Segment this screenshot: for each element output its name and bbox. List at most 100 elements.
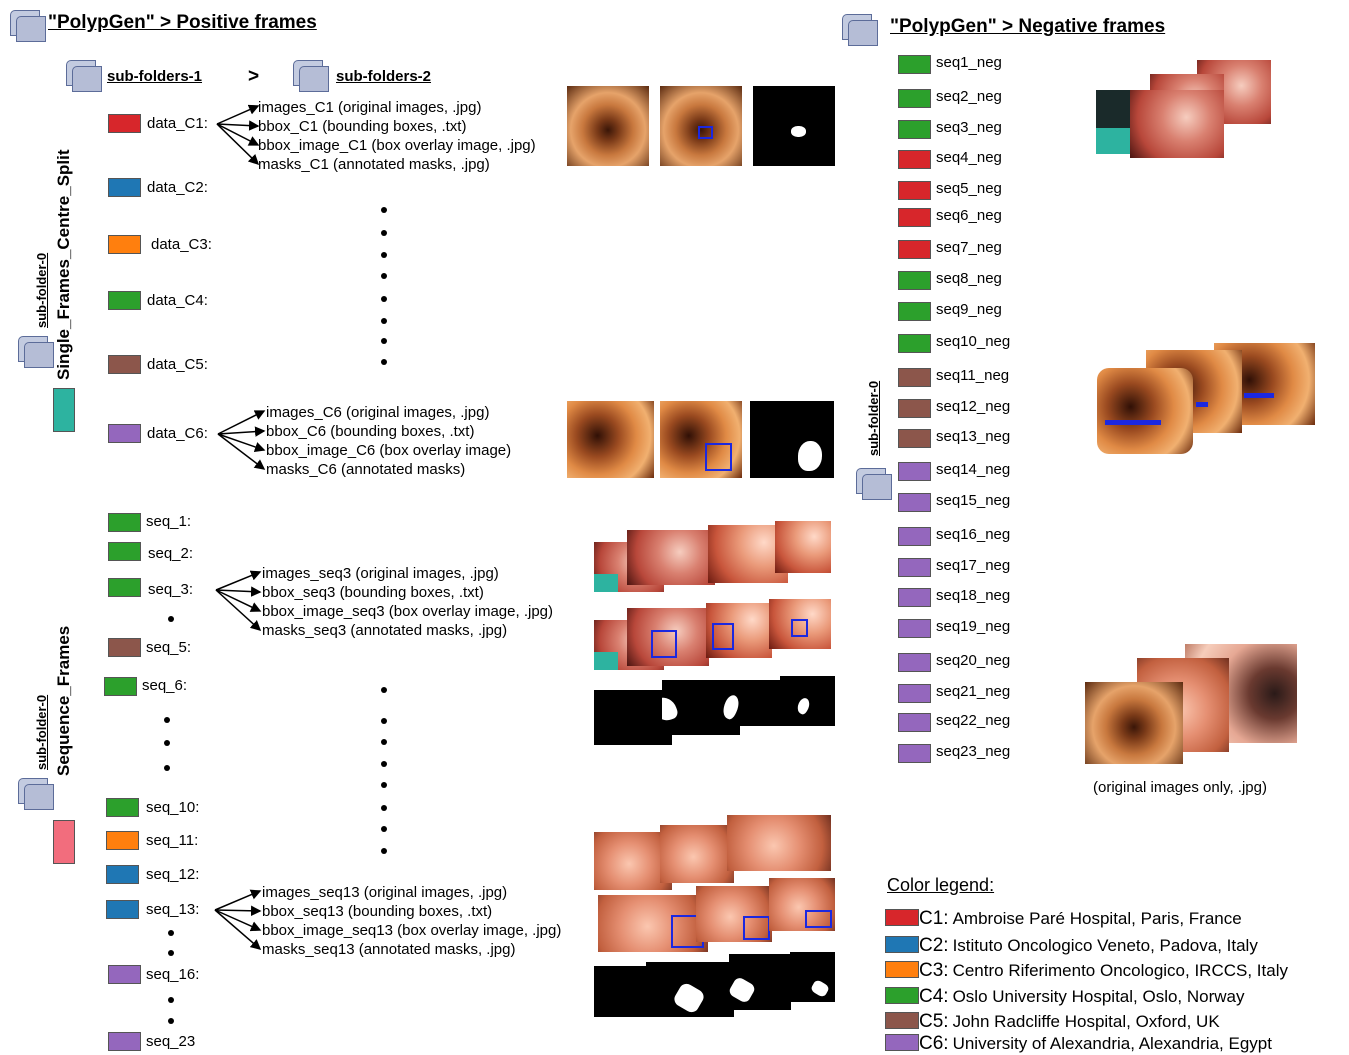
negative-seq-label: seq2_neg	[936, 88, 1002, 105]
color-swatch-seq6-neg	[898, 208, 931, 227]
legend-text: Centro Riferimento Oncologico, IRCCS, It…	[952, 961, 1288, 980]
data-c5-label: data_C5:	[147, 356, 208, 373]
color-swatch-seq16	[108, 965, 141, 984]
legend-item: C6:University of Alexandria, Alexandria,…	[885, 1033, 1272, 1054]
seq-23-label: seq_23	[146, 1033, 196, 1050]
negative-seq-label: seq8_neg	[936, 270, 1002, 287]
legend-swatch	[885, 1012, 919, 1029]
color-swatch-seq8-neg	[898, 271, 931, 290]
color-swatch-seq20-neg	[898, 653, 931, 672]
color-swatch-seq11-neg	[898, 368, 931, 387]
seq13-mask-frame	[646, 962, 734, 1017]
color-swatch-seq17-neg	[898, 558, 931, 577]
legend-swatch	[885, 1034, 919, 1051]
data-c3-label: data_C3:	[151, 236, 212, 253]
color-swatch-seq13-neg	[898, 429, 931, 448]
negative-seq-label: seq20_neg	[936, 652, 1011, 669]
ellipsis-dot	[381, 826, 387, 832]
c6-file-images: images_C6 (original images, .jpg)	[266, 404, 490, 421]
folder-icon	[10, 10, 46, 42]
ellipsis-dot	[168, 1018, 174, 1024]
legend-text: University of Alexandria, Alexandria, Eg…	[952, 1034, 1272, 1053]
subfolders-1-label: sub-folders-1	[107, 68, 203, 85]
legend-text: John Radcliffe Hospital, Oxford, UK	[952, 1012, 1220, 1031]
subfolders-2-label: sub-folders-2	[336, 68, 432, 85]
ellipsis-dot	[168, 930, 174, 936]
legend-item: C5:John Radcliffe Hospital, Oxford, UK	[885, 1011, 1220, 1032]
c6-mask-image	[750, 401, 834, 478]
seq13-bbox-frame	[696, 886, 772, 942]
color-swatch-seq2-neg	[898, 89, 931, 108]
ellipsis-dot	[164, 717, 170, 723]
ellipsis-dot	[381, 359, 387, 365]
negative-seq-label: seq17_neg	[936, 557, 1011, 574]
seq3-mask-frame	[722, 680, 784, 726]
negative-seq-label: seq3_neg	[936, 119, 1002, 136]
seq13-mask-frame	[729, 954, 791, 1010]
ellipsis-dot	[381, 848, 387, 854]
negative-seq-label: seq5_neg	[936, 180, 1002, 197]
ellipsis-dot	[381, 273, 387, 279]
color-swatch-c3	[108, 235, 141, 254]
data-c6-label: data_C6:	[147, 425, 208, 442]
seq3-bbox-frame	[627, 608, 709, 666]
color-swatch-seq2	[108, 542, 141, 561]
seq13-file-masks: masks_seq13 (annotated masks, .jpg)	[262, 941, 516, 958]
folder-icon	[18, 336, 54, 368]
legend-code: C2:	[919, 935, 949, 956]
folder-icon	[856, 468, 892, 500]
color-swatch-seq23-neg	[898, 744, 931, 763]
seq3-original-frame	[775, 521, 831, 573]
hierarchy-arrow: >	[248, 66, 260, 87]
seq3-original-frame	[627, 530, 715, 585]
legend-item: C4:Oslo University Hospital, Oslo, Norwa…	[885, 986, 1245, 1007]
seq13-file-bbox-image: bbox_image_seq13 (box overlay image, .jp…	[262, 922, 562, 939]
color-swatch-seq1	[108, 513, 141, 532]
legend-code: C3:	[919, 960, 949, 981]
negative-seq-label: seq15_neg	[936, 492, 1011, 509]
negative-seq-label: seq22_neg	[936, 712, 1011, 729]
seq13-mask-frame	[790, 952, 835, 1002]
legend-item: C2:Istituto Oncologico Veneto, Padova, I…	[885, 935, 1258, 956]
ellipsis-dot	[168, 616, 174, 622]
seq3-file-bbox-image: bbox_image_seq3 (box overlay image, .jpg…	[262, 603, 553, 620]
negative-seq-label: seq4_neg	[936, 149, 1002, 166]
positive-frames-title: "PolypGen" > Positive frames	[48, 12, 317, 33]
color-swatch-seq14-neg	[898, 462, 931, 481]
seq3-mask-frame	[780, 676, 835, 726]
negative-frame-image	[1096, 90, 1132, 154]
ellipsis-dot	[381, 739, 387, 745]
color-swatch-seq5	[108, 638, 141, 657]
legend-text: Oslo University Hospital, Oslo, Norway	[952, 987, 1245, 1006]
seq13-file-images: images_seq13 (original images, .jpg)	[262, 884, 508, 901]
seq-10-label: seq_10:	[146, 799, 200, 816]
legend-code: C6:	[919, 1033, 949, 1054]
legend-item: C1:Ambroise Paré Hospital, Paris, France	[885, 908, 1242, 929]
ellipsis-dot	[381, 296, 387, 302]
c1-file-masks: masks_C1 (annotated masks, .jpg)	[258, 156, 490, 173]
negative-subfolder-label: sub-folder-0	[866, 380, 881, 456]
negative-frame-image	[1130, 90, 1224, 158]
legend-text: Istituto Oncologico Veneto, Padova, Ital…	[952, 936, 1258, 955]
color-swatch-seq10	[106, 798, 139, 817]
negative-frame-image	[1097, 368, 1193, 454]
seq3-file-images: images_seq3 (original images, .jpg)	[262, 565, 499, 582]
ellipsis-dot	[381, 805, 387, 811]
ellipsis-dot	[381, 252, 387, 258]
negative-seq-label: seq18_neg	[936, 587, 1011, 604]
seq-16-label: seq_16:	[146, 966, 200, 983]
c6-original-image	[567, 401, 654, 478]
negative-frames-title: "PolypGen" > Negative frames	[890, 16, 1166, 37]
color-swatch-seq12-neg	[898, 399, 931, 418]
seq3-mask-frame	[594, 690, 672, 745]
color-swatch-seq11	[106, 831, 139, 850]
legend-swatch	[885, 909, 919, 926]
folder-icon	[66, 60, 102, 92]
color-legend-title: Color legend:	[887, 875, 995, 895]
legend-swatch	[885, 987, 919, 1004]
c6-bbox-overlay-image	[660, 401, 742, 478]
c1-file-images: images_C1 (original images, .jpg)	[258, 99, 482, 116]
negative-seq-label: seq12_neg	[936, 398, 1011, 415]
color-swatch-c2	[108, 178, 141, 197]
c1-mask-image	[753, 86, 835, 166]
